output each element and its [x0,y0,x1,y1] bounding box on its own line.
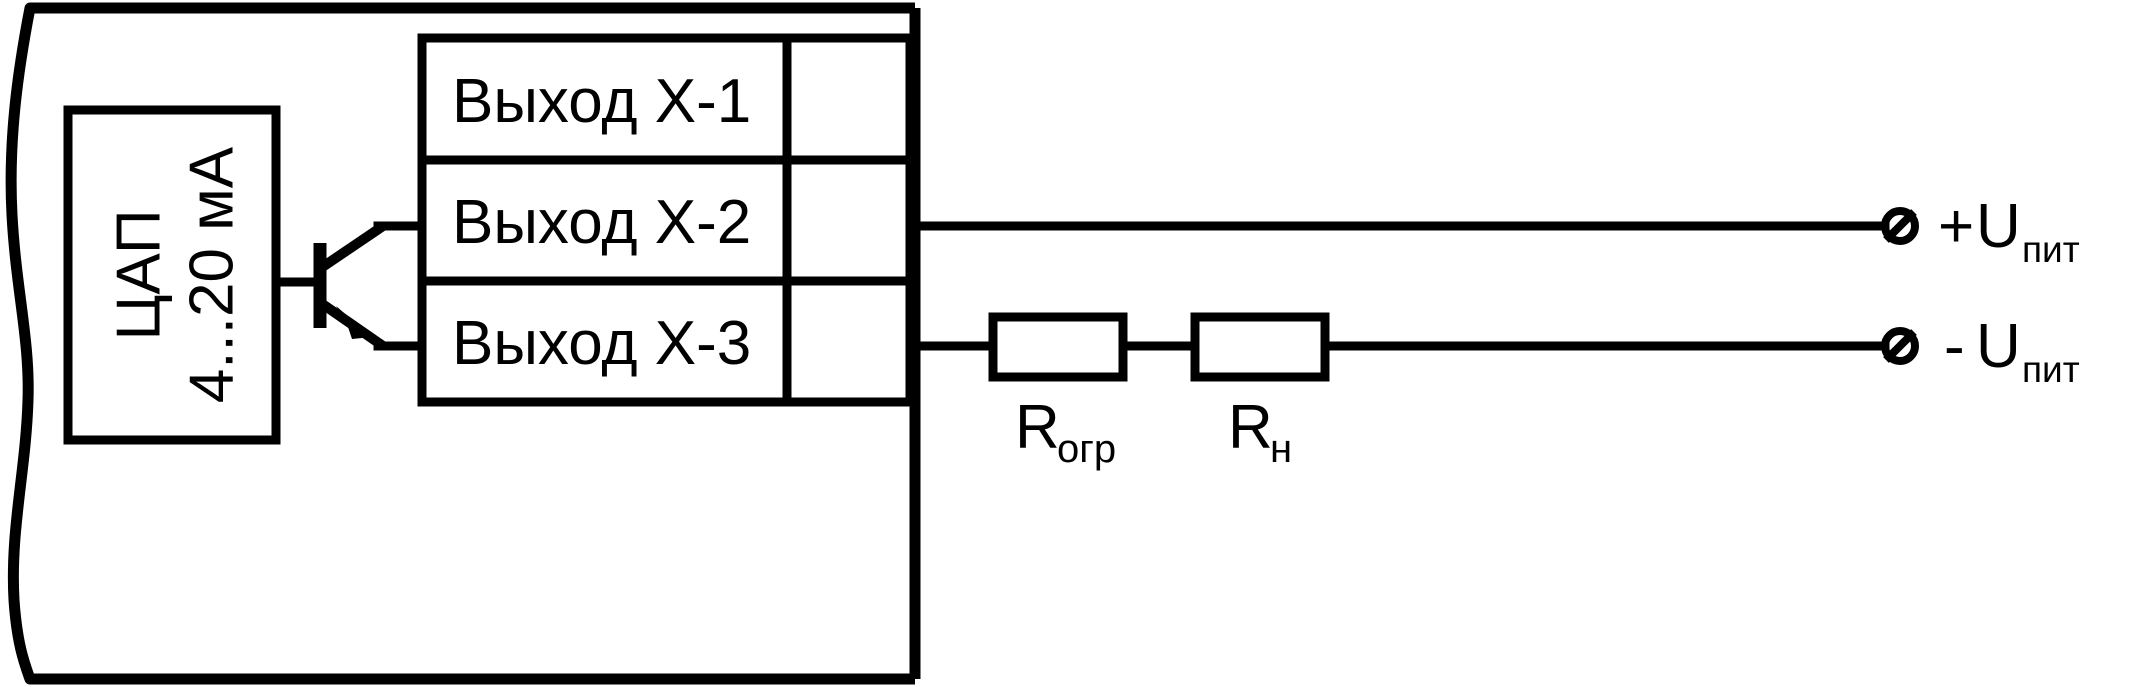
terminal-negative-sign: - [1944,312,1965,381]
terminal-positive: + U пит [1881,192,2080,270]
table-row-label-3: Выход Х-3 [452,309,751,378]
resistor-r-n: R н [1190,312,1330,471]
resistor-r-ogr: R огр [988,312,1128,471]
transistor-collector-lead [318,221,386,273]
resistor-r-ogr-subscript: огр [1057,427,1116,471]
external-wiring [910,221,1890,351]
table-row-label-1: Выход Х-1 [452,67,751,136]
dac-label-line1: ЦАП [104,209,173,340]
terminal-table-frame [417,33,915,407]
dac-label-line2: 4...20 мА [177,146,246,403]
terminal-negative: - U пит [1881,312,2080,390]
resistor-r-n-label: R [1228,393,1273,462]
transistor-emitter-arrow-icon [336,306,372,339]
terminal-positive-subscript: пит [2022,229,2080,270]
terminal-negative-symbol: U [1976,312,2021,381]
npn-transistor [313,221,427,351]
terminal-negative-slash-icon [1883,329,1917,363]
resistor-r-ogr-label: R [1015,393,1060,462]
dac-block: ЦАП 4...20 мА [63,105,281,445]
terminal-positive-sign: + [1938,192,1974,261]
resistor-r-ogr-body [988,312,1128,382]
terminal-table: Выход Х-1 Выход Х-2 Выход Х-3 [417,33,915,407]
terminal-negative-ring-icon [1881,327,1919,365]
table-row-label-2: Выход Х-2 [452,188,751,257]
enclosure-torn-left-edge [5,2,36,685]
terminal-positive-slash-icon [1883,209,1917,243]
terminal-negative-subscript: пит [2022,349,2080,390]
resistor-r-n-subscript: н [1270,427,1292,471]
resistor-r-n-body [1190,312,1330,382]
terminal-positive-symbol: U [1976,192,2021,261]
terminal-positive-ring-icon [1881,207,1919,245]
dac-box-outline [63,105,281,445]
